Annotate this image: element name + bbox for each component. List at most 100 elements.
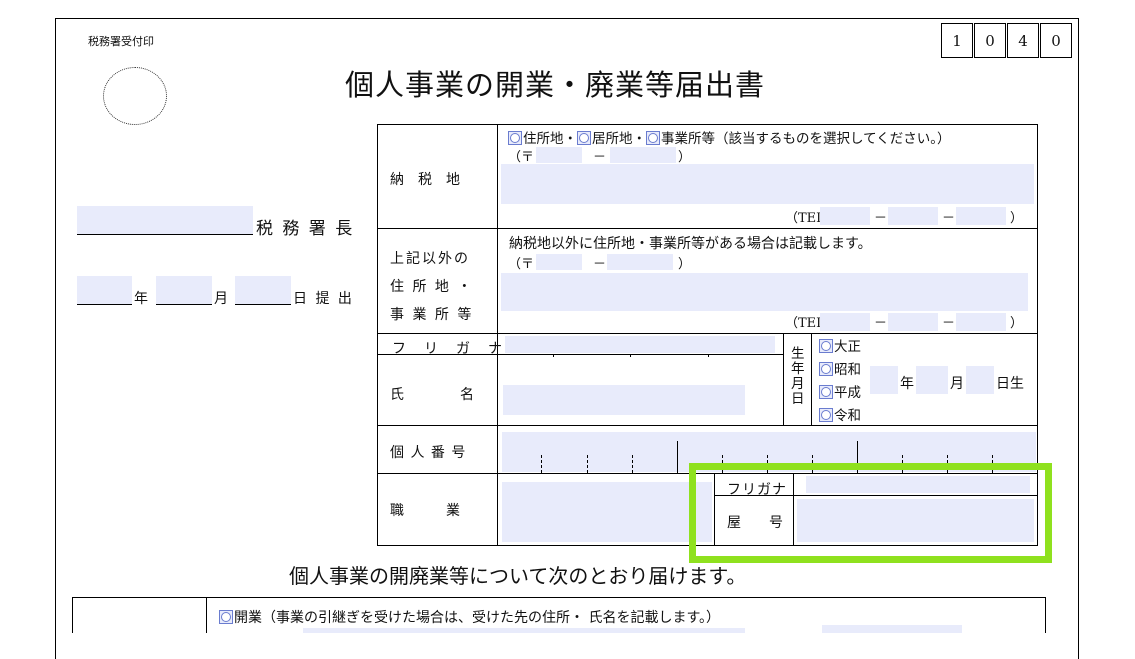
table-bottom-border (377, 545, 1038, 546)
other-address-tel-open: （TEL (785, 316, 825, 331)
tax-office-input[interactable] (77, 206, 253, 234)
tax-place-tel-dash2: － (942, 211, 956, 226)
seal-label: 税務署受付印 (88, 35, 154, 48)
era-heisei-radio (819, 385, 833, 399)
tax-place-tel-1[interactable] (820, 207, 870, 225)
trade-name-label-divider (793, 473, 794, 545)
furigana-tick (708, 354, 709, 357)
furigana-tick (553, 354, 554, 357)
open-name-input[interactable] (822, 625, 962, 633)
open-option[interactable]: 開業（事業の引継ぎを受けた場合は、受けた先の住所・ 氏名を記載します。） (219, 607, 720, 627)
tax-place-postal-dash: － (593, 150, 607, 165)
trade-name-label: 屋 号 (727, 515, 783, 531)
tax-place-tel-open: （TEL (785, 211, 825, 226)
row-divider-1 (377, 228, 1038, 229)
bottom-table-left (72, 597, 73, 633)
era-showa[interactable]: 昭和 (819, 358, 861, 378)
open-label: 開業 (234, 610, 262, 626)
birth-month-input[interactable] (916, 366, 948, 394)
name-label: 氏 名 (390, 387, 474, 403)
bottom-table-top (72, 597, 1046, 598)
birth-day-label: 日生 (996, 376, 1024, 392)
bottom-table-right (1045, 597, 1046, 633)
trade-name-input[interactable] (797, 499, 1034, 542)
form-code-digit-1: 1 (941, 23, 973, 58)
era-showa-radio (819, 362, 833, 376)
trade-name-highlight (689, 463, 1052, 563)
era-taisho[interactable]: 大正 (819, 335, 861, 355)
dwelling-option-label: 居所地・ (592, 131, 646, 147)
form-code-digit-2: 0 (974, 23, 1006, 58)
tax-place-label: 納 税 地 (390, 172, 460, 188)
furigana-divider (377, 354, 783, 355)
tax-place-tel-2[interactable] (888, 207, 938, 225)
other-address-postal-1[interactable] (536, 254, 582, 270)
trade-name-furigana-input[interactable] (806, 476, 1030, 493)
tax-place-tel-3[interactable] (956, 207, 1006, 225)
other-address-postal-dash: － (593, 257, 607, 272)
my-number-label: 個 人 番 号 (390, 445, 467, 461)
form-code-digit-4: 0 (1040, 23, 1072, 58)
bottom-table-label-divider (206, 597, 207, 633)
office-option-label: 事業所等（該当するものを選択してください。） (661, 131, 951, 147)
submit-month-input[interactable] (156, 276, 212, 304)
my-number-digit-divider (541, 455, 542, 473)
trade-name-furigana-divider (714, 495, 1037, 496)
tax-place-postal-2[interactable] (610, 147, 676, 163)
residence-option-label: 住所地・ (523, 131, 577, 147)
submit-day-label: 日 提 出 (293, 291, 354, 307)
occupation-input[interactable] (502, 482, 712, 542)
tax-place-tel-close: ） (1010, 211, 1024, 226)
dwelling-radio[interactable] (577, 131, 591, 145)
birth-divider-left (783, 333, 784, 425)
residence-radio[interactable] (508, 131, 522, 145)
open-note: （事業の引継ぎを受けた場合は、受けた先の住所・ 氏名を記載します。） (262, 610, 721, 626)
tax-place-options: 住所地・居所地・事業所等（該当するものを選択してください。） (508, 127, 950, 147)
tax-place-address-input[interactable] (501, 164, 1034, 204)
row-divider-2 (377, 333, 1038, 334)
other-address-postal-2[interactable] (607, 254, 673, 270)
birth-divider-right (811, 333, 812, 425)
era-heisei[interactable]: 平成 (819, 381, 861, 401)
other-address-tel-1[interactable] (820, 313, 870, 331)
name-furigana-input[interactable] (505, 336, 775, 353)
open-radio (219, 610, 233, 624)
era-taisho-label: 大正 (834, 339, 861, 355)
office-radio[interactable] (646, 131, 660, 145)
receipt-seal-circle (103, 67, 167, 125)
furigana-label: フ リ ガ ナ (392, 341, 504, 357)
other-address-tel-3[interactable] (956, 313, 1006, 331)
tax-office-underline (77, 234, 253, 235)
my-number-digit-divider (587, 455, 588, 473)
row-divider-3 (377, 425, 1038, 426)
other-address-note: 納税地以外に住所地・事業所等がある場合は記載します。 (509, 236, 872, 252)
tax-office-suffix: 税 務 署 長 (256, 219, 355, 239)
era-reiwa-label: 令和 (834, 408, 861, 424)
other-address-postal-close: ） (678, 257, 692, 272)
birth-month-label: 月 (950, 376, 964, 392)
other-address-tel-dash1: － (874, 316, 888, 331)
tax-place-postal-1[interactable] (536, 147, 582, 163)
era-heisei-label: 平成 (834, 385, 861, 401)
other-address-tel-close: ） (1010, 316, 1024, 331)
other-address-input[interactable] (501, 273, 1028, 311)
birth-year-label: 年 (900, 376, 914, 392)
my-number-digit-divider (632, 455, 633, 473)
era-reiwa-radio (819, 408, 833, 422)
statement-text: 個人事業の開廃業等について次のとおり届けます。 (289, 564, 747, 588)
name-input[interactable] (503, 385, 745, 415)
tax-place-postal-close: ） (678, 150, 692, 165)
submit-year-input[interactable] (77, 276, 132, 304)
birth-year-input[interactable] (870, 366, 898, 394)
trade-name-left-border (714, 473, 715, 545)
other-address-label-3: 事 業 所 等 (390, 307, 474, 323)
other-address-tel-2[interactable] (888, 313, 938, 331)
form-title: 個人事業の開業・廃業等届出書 (345, 68, 766, 102)
birth-day-input[interactable] (966, 366, 994, 394)
submit-day-input[interactable] (235, 276, 291, 304)
table-right-border (1037, 124, 1038, 545)
other-address-label-2: 住 所 地 ・ (390, 279, 474, 295)
submit-year-label: 年 (134, 291, 148, 307)
open-address-input[interactable] (303, 628, 745, 633)
era-reiwa[interactable]: 令和 (819, 404, 861, 424)
